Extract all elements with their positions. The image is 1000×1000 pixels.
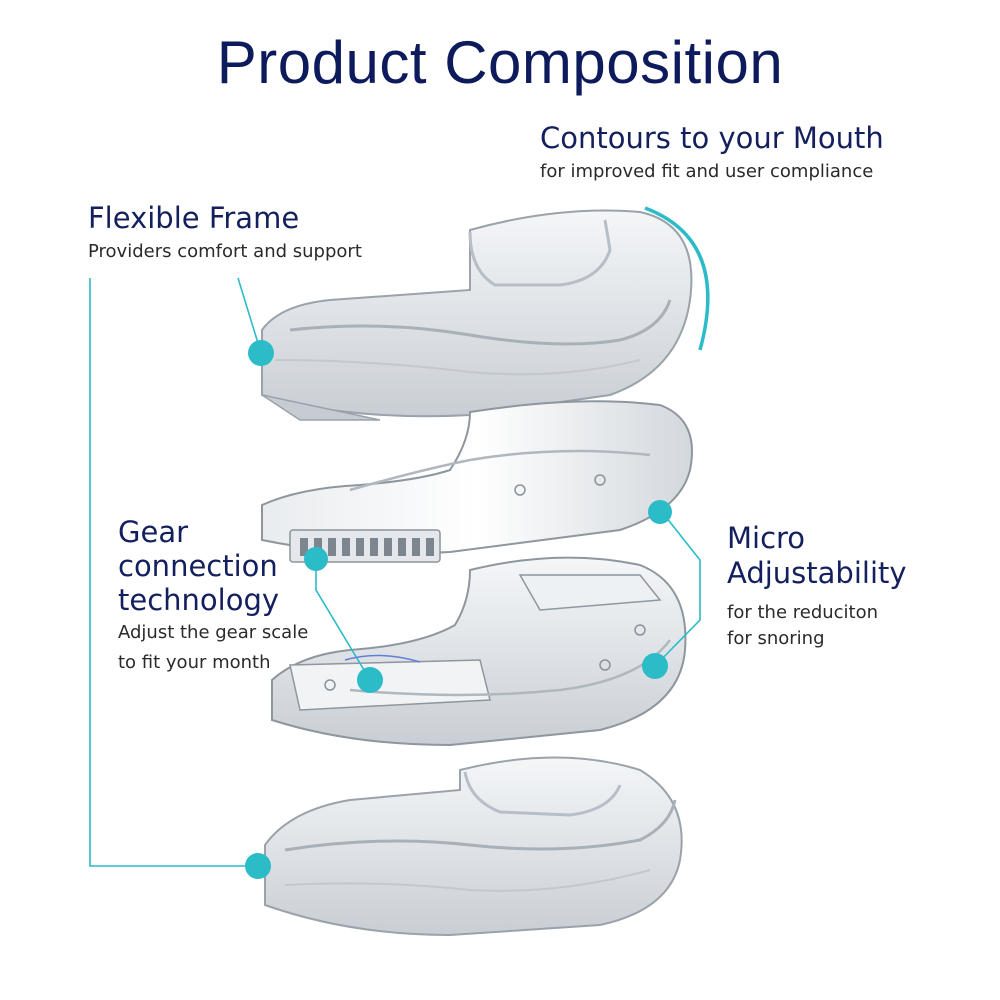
contours-arc — [644, 206, 710, 351]
flexible-frame-description: Providers comfort and support — [88, 241, 362, 262]
flexible-frame-dot — [248, 340, 274, 366]
gear-scale-dot — [357, 667, 383, 693]
bottom-tray-dot — [245, 853, 271, 879]
micro-adjust-dot-upper — [648, 500, 672, 524]
micro-description-line-1: for the reduciton — [727, 602, 879, 623]
micro-adjust-dot-lower — [642, 653, 668, 679]
micro-description-line-2: for snoring — [727, 628, 825, 649]
gear-heading-line-2: connection — [118, 549, 278, 583]
micro-heading-line-1: Micro — [727, 521, 806, 555]
gear-highlight-arc — [344, 654, 421, 663]
micro-heading-line-2: Adjustability — [727, 556, 907, 590]
contours-description: for improved fit and user compliance — [540, 161, 874, 182]
gear-heading-line-1: Gear — [118, 515, 189, 549]
page-title: Product Composition — [216, 29, 784, 96]
contours-heading: Contours to your Mouth — [540, 121, 884, 155]
callout-leaders — [89, 277, 701, 867]
gear-description-line-1: Adjust the gear scale — [118, 622, 309, 643]
flexible-frame-heading: Flexible Frame — [88, 201, 300, 235]
bottom-tray-layer — [264, 756, 683, 937]
upper-gear-plate-layer — [261, 400, 693, 563]
gear-heading-line-3: technology — [118, 583, 280, 617]
gear-description-line-2: to fit your month — [118, 652, 271, 673]
lower-gear-plate-layer — [271, 556, 687, 747]
gear-connection-dot — [304, 547, 328, 571]
top-tray-layer — [261, 209, 693, 421]
